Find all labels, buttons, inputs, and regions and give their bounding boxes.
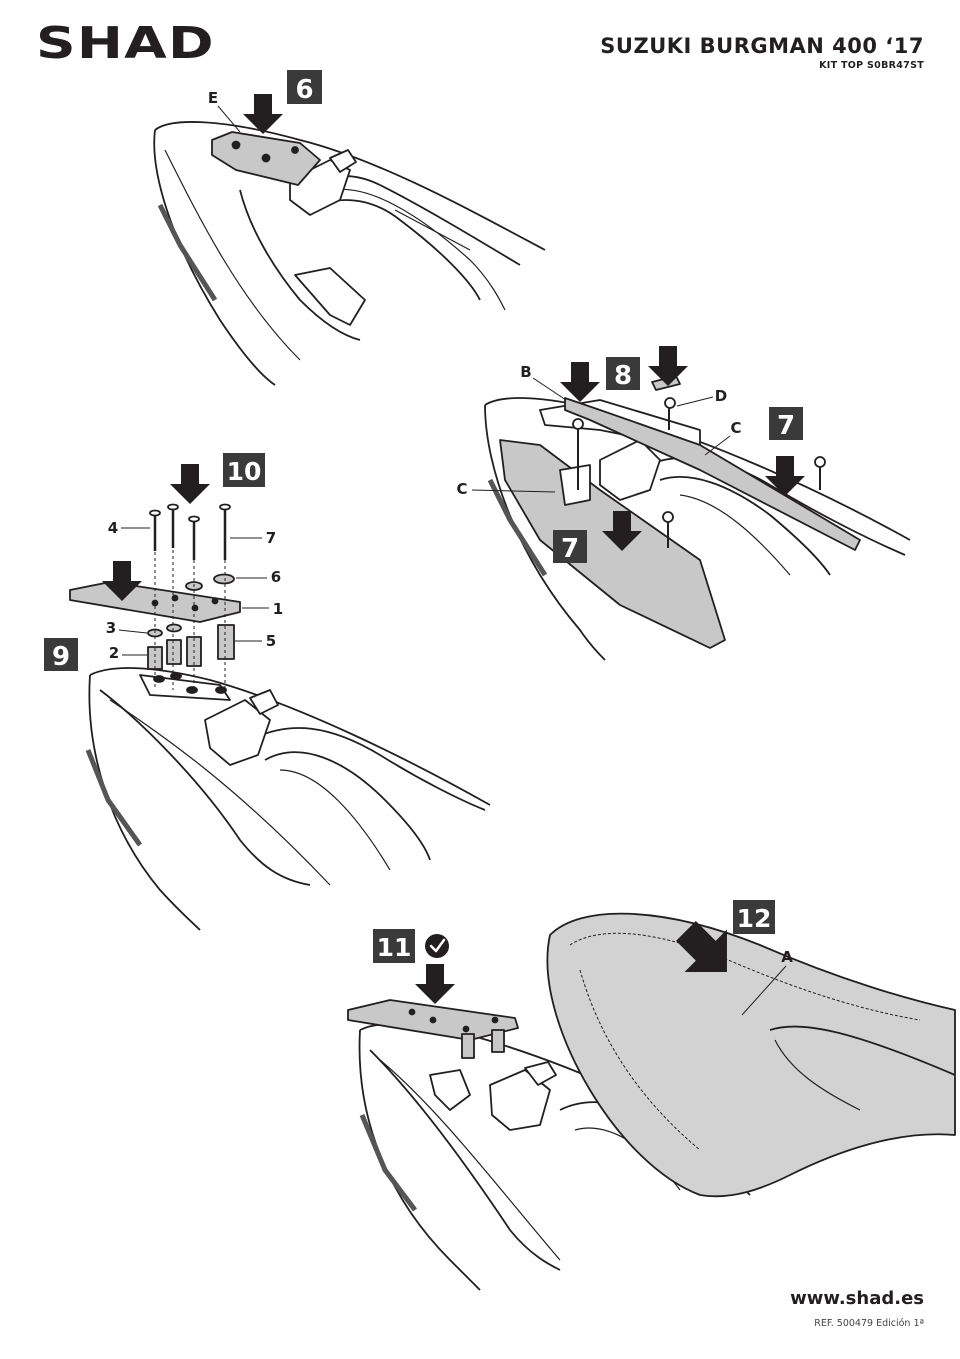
step-11-number: 11 <box>377 933 412 962</box>
label-part-4: 4 <box>108 519 118 537</box>
step-8-badge <box>606 357 640 390</box>
label-c-upper: C <box>730 419 741 437</box>
checkmark-icon <box>425 934 449 958</box>
arrow-down-icon <box>560 362 600 402</box>
step-11-12-illustration <box>347 912 956 1291</box>
label-c-lower: C <box>456 480 467 498</box>
label-d: D <box>715 387 727 405</box>
label-part-3: 3 <box>106 619 116 637</box>
document-reference: REF. 500479 Edición 1ª <box>814 1318 924 1329</box>
arrow-down-icon <box>170 464 210 504</box>
step-7-8-illustration <box>484 375 911 661</box>
label-part-1: 1 <box>273 600 283 618</box>
step-8-number: 8 <box>614 361 632 391</box>
step-6-illustration <box>153 121 546 386</box>
step-12-badge <box>733 900 775 934</box>
website-link[interactable]: www.shad.es <box>790 1288 924 1309</box>
arrow-down-icon <box>648 346 688 386</box>
step-9-10-illustration <box>69 503 491 931</box>
step-10-badge <box>223 453 265 487</box>
page-title: SUZUKI BURGMAN 400 ‘17 <box>600 34 924 58</box>
part-callouts: 4 7 6 1 3 5 2 <box>106 519 283 662</box>
brand-logo: SHAD <box>36 18 215 69</box>
label-part-2: 2 <box>109 644 119 662</box>
step-7-number-upper: 7 <box>777 411 795 441</box>
step-6-badge <box>287 70 322 104</box>
label-b: B <box>520 363 531 381</box>
arrow-diagonal-icon <box>676 921 727 972</box>
step-12-number: 12 <box>737 904 772 933</box>
label-a: A <box>781 948 793 966</box>
label-part-7: 7 <box>266 529 276 547</box>
step-9-number: 9 <box>52 642 70 672</box>
label-part-5: 5 <box>266 632 276 650</box>
kit-reference: KIT TOP S0BR47ST <box>819 60 924 71</box>
step-11-badge <box>373 929 415 963</box>
label-part-6: 6 <box>271 568 281 586</box>
arrow-down-icon <box>415 964 455 1004</box>
step-6-number: 6 <box>295 75 313 105</box>
label-e: E <box>208 89 218 107</box>
step-7-badge-upper <box>769 407 803 440</box>
step-7-badge-lower <box>553 530 587 563</box>
step-10-number: 10 <box>227 457 262 486</box>
step-7-number-lower: 7 <box>561 534 579 564</box>
step-9-badge <box>44 638 78 671</box>
